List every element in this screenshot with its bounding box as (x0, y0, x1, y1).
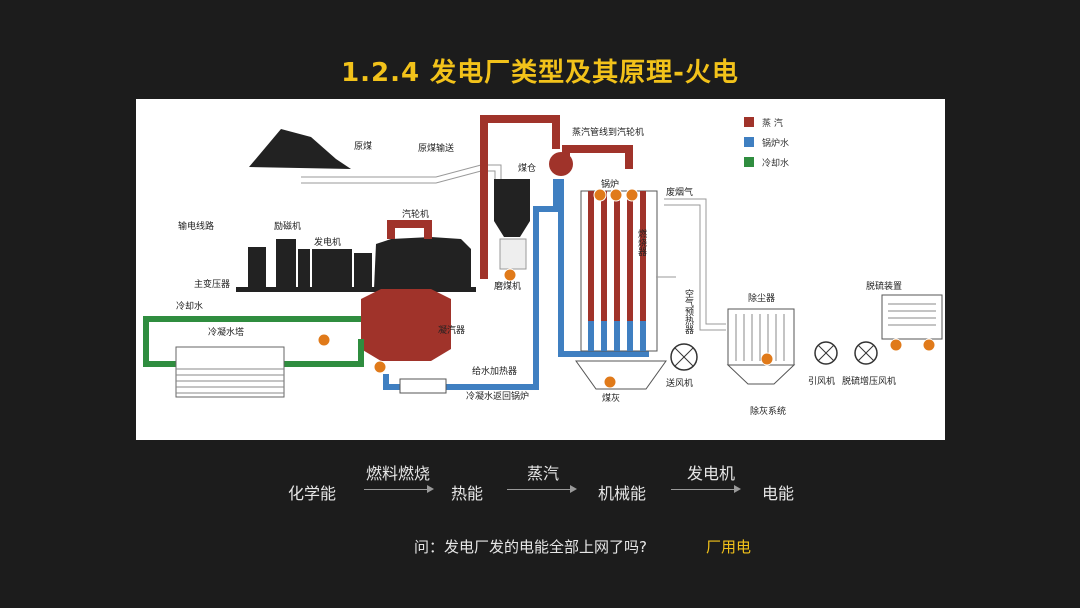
label-coal-ash: 煤灰 (602, 392, 620, 404)
label-generator: 发电机 (314, 236, 341, 248)
label-booster-fan: 脱硫增压风机 (842, 375, 896, 387)
cooling-tower (175, 346, 285, 398)
condenser (361, 289, 451, 361)
label-condensate-return: 冷凝水返回锅炉 (466, 390, 529, 402)
flow-steam: 蒸汽 (527, 464, 560, 483)
label-ash-system: 除灰系统 (750, 405, 786, 417)
legend-cooling-water: 冷却水 (762, 157, 789, 169)
flow-arrow-3 (671, 485, 741, 493)
question-text: 问：发电厂发的电能全部上网了吗? (414, 538, 647, 556)
label-boiler: 锅炉 (601, 178, 619, 190)
flow-chemical-energy: 化学能 (288, 484, 337, 503)
page-title: 1.2.4 发电厂类型及其原理-火电 (341, 58, 739, 88)
label-cooling-water: 冷却水 (176, 300, 203, 312)
flow-generator: 发电机 (687, 464, 736, 483)
boiler-tubes (575, 190, 667, 390)
label-coal-bunker: 煤仓 (518, 162, 536, 174)
label-desulfurization: 脱硫装置 (866, 280, 902, 292)
label-induced-fan: 引风机 (808, 375, 835, 387)
turbine-generator (236, 237, 476, 292)
label-exciter: 励磁机 (274, 220, 301, 232)
legend-swatch-boiler-water (744, 137, 754, 147)
legend-boiler-water: 锅炉水 (762, 137, 789, 149)
flow-arrow-1 (364, 485, 434, 493)
label-coal-mill: 磨煤机 (494, 280, 521, 292)
label-main-transformer: 主变压器 (194, 278, 230, 290)
flow-heat-energy: 热能 (451, 484, 484, 503)
flow-arrow-2 (507, 485, 577, 493)
label-furnace: 燃烧器 (636, 228, 647, 256)
label-forced-fan: 送风机 (666, 377, 693, 389)
legend-steam: 蒸 汽 (762, 117, 783, 129)
dust-collector (726, 308, 796, 385)
flow-markers (317, 188, 936, 389)
flow-electric-energy: 电能 (762, 484, 795, 503)
label-condenser: 凝汽器 (438, 324, 465, 336)
coal-pile (249, 129, 351, 169)
answer-text: 厂用电 (706, 538, 752, 556)
label-flue-gas: 废烟气 (666, 186, 693, 198)
cooling-water-loop (143, 316, 364, 367)
flow-fuel-burning: 燃料燃烧 (366, 464, 431, 483)
label-raw-coal: 原煤 (354, 140, 372, 152)
flue-duct (656, 198, 726, 331)
power-plant-diagram: 蒸 汽 锅炉水 冷却水 原煤 原煤输送 煤仓 蒸汽管线到汽轮机 锅炉 废烟气 输… (136, 99, 945, 440)
label-turbine: 汽轮机 (402, 208, 429, 220)
legend-swatch-cooling-water (744, 157, 754, 167)
label-transmission-line: 输电线路 (178, 220, 214, 232)
flow-mechanical-energy: 机械能 (598, 484, 647, 503)
coal-bunker (494, 179, 530, 237)
desulfurization-unit (881, 294, 943, 340)
label-steam-pipe: 蒸汽管线到汽轮机 (572, 126, 644, 138)
label-coal-transport: 原煤输送 (418, 142, 454, 154)
label-feedwater-heater: 给水加热器 (472, 365, 517, 377)
legend-swatch-steam (744, 117, 754, 127)
label-air-preheater: 空气预热器 (683, 288, 694, 334)
label-cooling-tower: 冷凝水塔 (208, 326, 244, 338)
label-dust-collector: 除尘器 (748, 292, 775, 304)
